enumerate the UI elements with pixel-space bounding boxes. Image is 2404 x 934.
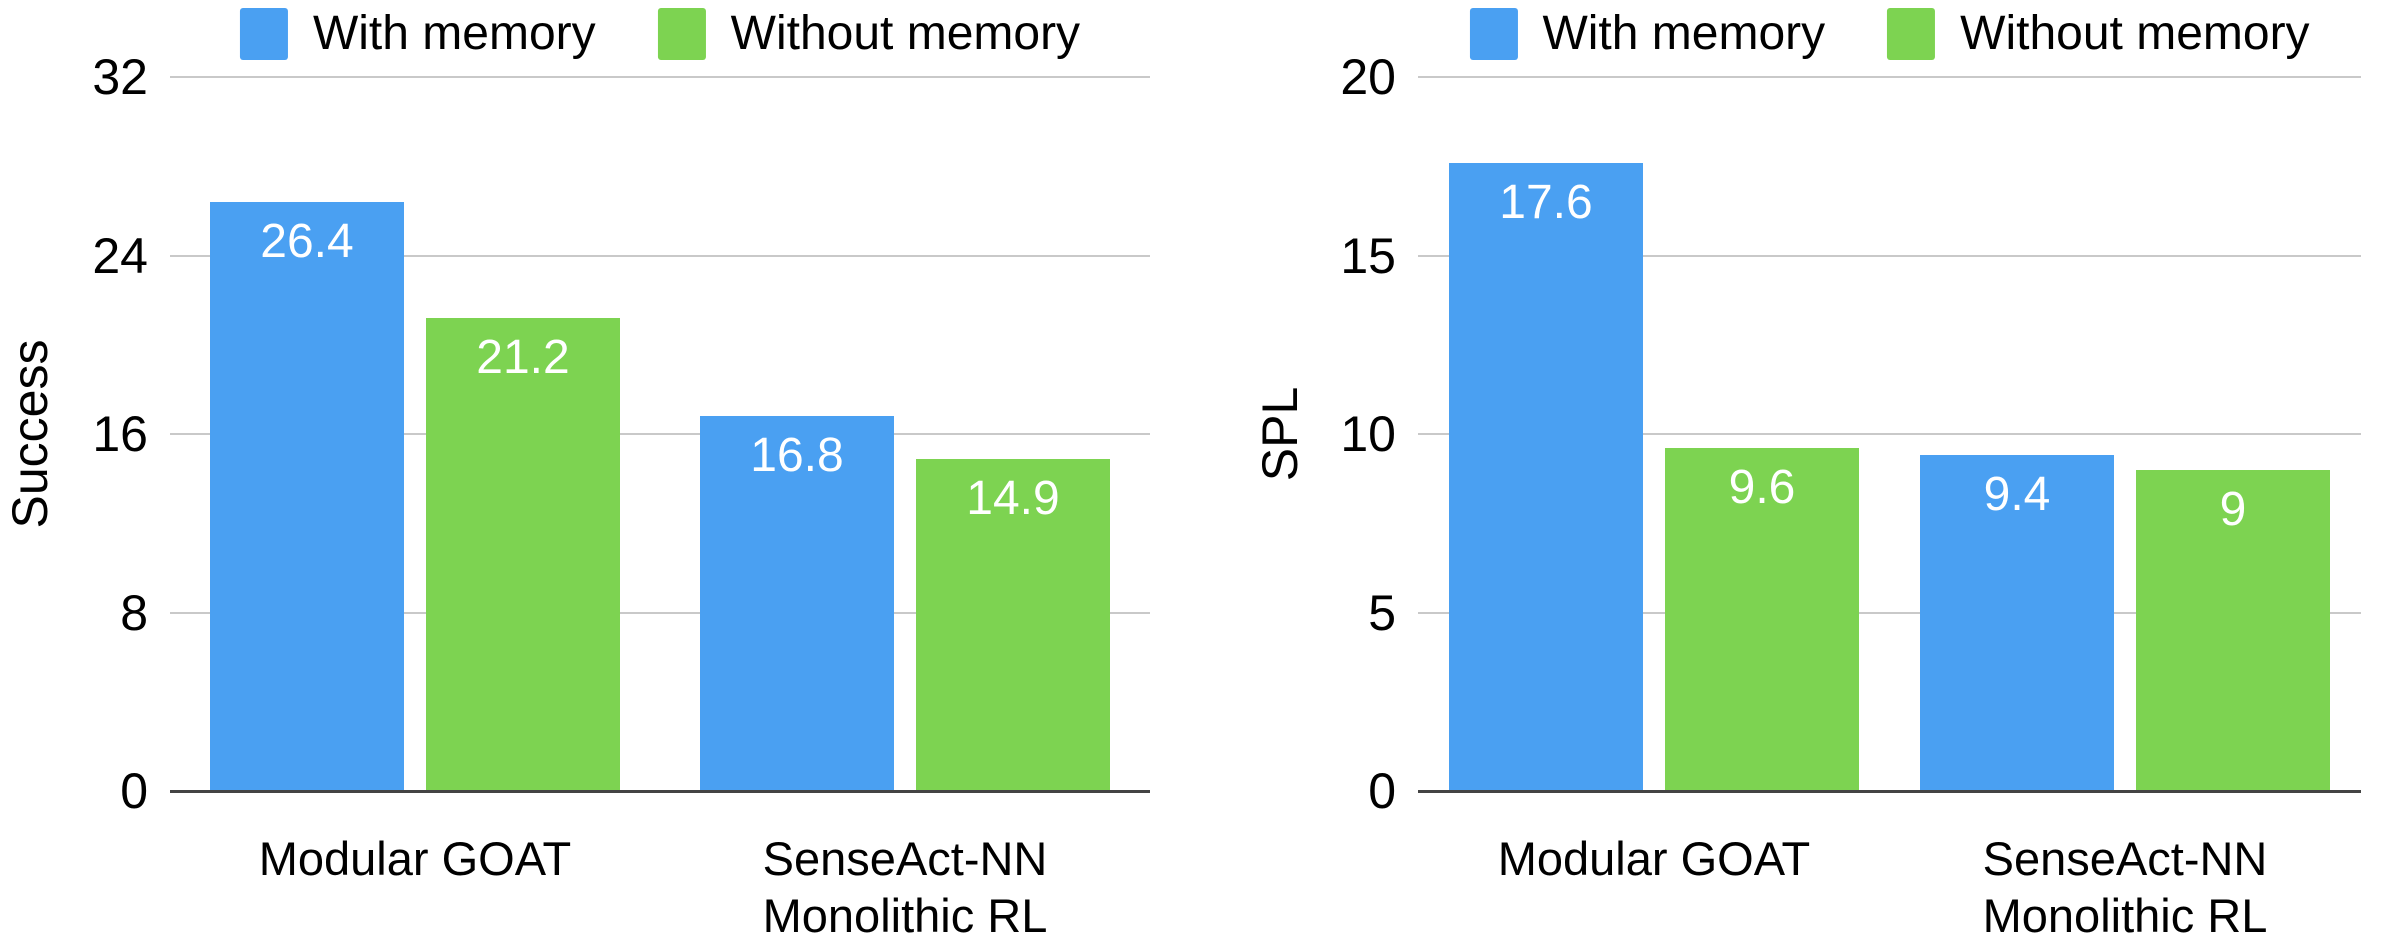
y-tick-label: 24	[92, 227, 148, 284]
bar-value-label: 14.9	[966, 471, 1060, 525]
x-category-label: Modular GOAT	[1497, 832, 1811, 885]
legend-item-without-memory: Without memory	[1887, 7, 2310, 60]
legend-label: With memory	[1542, 7, 1826, 60]
gridline	[170, 254, 1150, 257]
gridline	[1418, 611, 2361, 614]
bar-value-label: 9	[2219, 482, 2247, 536]
bar-without-memory: 9.6	[1665, 448, 1859, 791]
legend: With memory Without memory	[1469, 7, 2310, 60]
legend-swatch-without-memory	[657, 8, 706, 60]
bar-without-memory: 14.9	[916, 458, 1110, 791]
legend-item-with-memory: With memory	[239, 7, 596, 60]
y-tick-label: 0	[120, 763, 148, 819]
legend-item-without-memory: Without memory	[657, 7, 1081, 60]
bar-without-memory: 9	[2136, 469, 2330, 791]
gridline	[1418, 76, 2361, 78]
legend-label: With memory	[312, 7, 596, 60]
gridline	[170, 76, 1150, 78]
bar-without-memory: 21.2	[426, 317, 620, 791]
y-tick-label: 32	[92, 49, 148, 105]
legend: With memory Without memory	[239, 7, 1081, 60]
x-axis-line	[1418, 790, 2361, 793]
y-tick-label: 20	[1340, 49, 1396, 105]
x-category-label: SenseAct-NN Monolithic RL	[1982, 832, 2268, 934]
legend-swatch-with-memory	[1469, 8, 1518, 60]
legend-swatch-without-memory	[1887, 8, 1936, 60]
gridline	[170, 611, 1150, 614]
legend-label: Without memory	[1960, 7, 2310, 60]
legend-swatch-with-memory	[239, 8, 288, 60]
gridline	[170, 433, 1150, 435]
bar-value-label: 9.4	[1983, 468, 2051, 522]
legend-label: Without memory	[730, 7, 1081, 60]
y-tick-label: 8	[120, 584, 148, 641]
y-tick-label: 16	[92, 406, 148, 462]
bar-with-memory: 26.4	[210, 201, 404, 791]
bar-with-memory: 16.8	[700, 416, 894, 791]
bar-with-memory: 17.6	[1449, 162, 1643, 791]
bar-value-label: 16.8	[750, 429, 844, 483]
x-axis-line	[170, 790, 1150, 793]
bar-value-label: 17.6	[1499, 175, 1593, 229]
bar-value-label: 26.4	[260, 214, 354, 268]
y-tick-label: 0	[1368, 763, 1396, 819]
y-tick-label: 10	[1340, 406, 1396, 462]
legend-item-with-memory: With memory	[1469, 8, 1825, 60]
y-tick-label: 5	[1368, 584, 1396, 641]
bar-with-memory: 9.4	[1920, 455, 2114, 791]
y-tick-label: 15	[1340, 227, 1396, 284]
x-category-label: SenseAct-NN Monolithic RL	[762, 832, 1048, 934]
bar-value-label: 21.2	[476, 330, 570, 384]
x-category-label: Modular GOAT	[258, 832, 572, 885]
gridline	[1418, 433, 2361, 435]
gridline	[1418, 254, 2361, 257]
bar-value-label: 9.6	[1728, 461, 1796, 515]
